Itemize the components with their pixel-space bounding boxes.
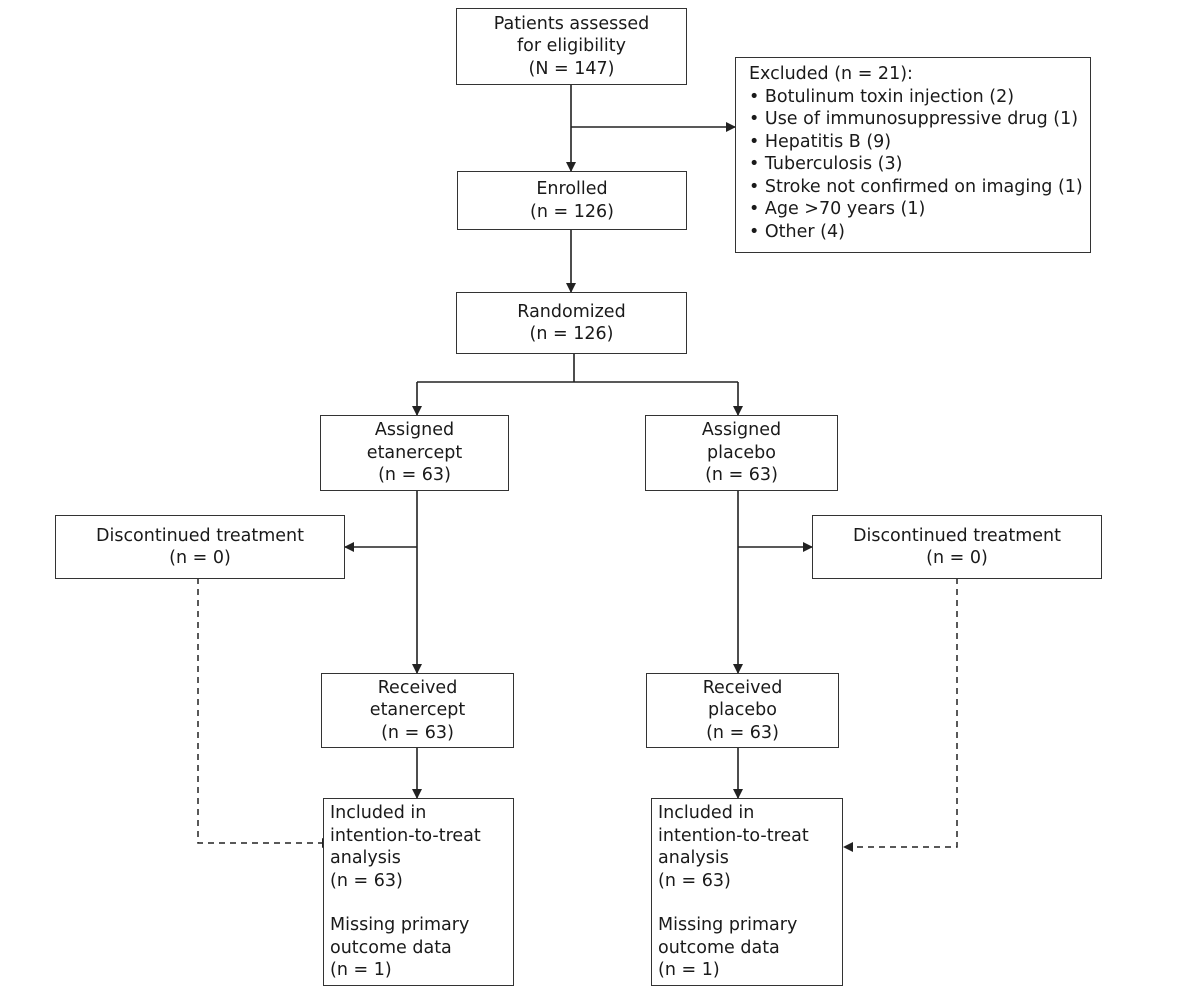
- node-randomized-line: (n = 126): [529, 324, 614, 344]
- node-excluded: Excluded (n = 21): • Botulinum toxin inj…: [735, 57, 1091, 253]
- node-assessed-line: (N = 147): [528, 58, 615, 79]
- node-assigned-etanercept-line: etanercept: [366, 442, 463, 463]
- itt-etanercept-line: analysis: [330, 848, 401, 868]
- node-assigned-placebo-line: (n = 63): [705, 465, 778, 486]
- node-discontinued-right-line: Discontinued treatment: [852, 525, 1061, 546]
- node-assigned-etanercept-line: Assigned: [374, 420, 455, 441]
- node-assigned-etanercept-line: (n = 63): [378, 465, 451, 486]
- excluded-item: • Botulinum toxin injection (2): [749, 86, 1015, 107]
- node-discontinued-left: Discontinued treatment (n = 0): [55, 515, 345, 579]
- excluded-item: • Hepatitis B (9): [749, 131, 892, 152]
- node-randomized: Randomized (n = 126): [456, 292, 687, 354]
- node-received-placebo-line: (n = 63): [706, 722, 779, 743]
- itt-etanercept-line: (n = 63): [330, 870, 403, 891]
- node-received-etanercept-line: Received: [377, 677, 458, 698]
- itt-placebo-missing-line: outcome data: [658, 937, 780, 958]
- node-randomized-line: Randomized: [517, 301, 626, 322]
- node-assessed: Patients assessed for eligibility (N = 1…: [456, 8, 687, 85]
- itt-etanercept-missing-line: (n = 1): [330, 960, 392, 980]
- node-assigned-placebo-line: placebo: [707, 442, 776, 463]
- node-enrolled-line: Enrolled: [536, 179, 608, 199]
- node-enrolled: Enrolled (n = 126): [457, 171, 687, 230]
- node-discontinued-right-line: (n = 0): [926, 548, 988, 568]
- excluded-item: • Use of immunosuppressive drug (1): [749, 109, 1079, 129]
- itt-etanercept-missing-line: outcome data: [330, 937, 452, 958]
- node-discontinued-left-line: (n = 0): [169, 548, 231, 568]
- dashed-discontinued-right-to-itt: [843, 578, 958, 848]
- node-received-etanercept-line: (n = 63): [381, 722, 454, 743]
- node-received-etanercept-line: etanercept: [369, 700, 466, 721]
- node-itt-placebo: Included in intention-to-treat analysis …: [651, 798, 843, 986]
- itt-etanercept-line: Included in: [330, 803, 427, 823]
- itt-etanercept-missing-line: Missing primary: [330, 915, 470, 935]
- node-assigned-placebo: Assigned placebo (n = 63): [645, 415, 838, 491]
- itt-placebo-missing-line: Missing primary: [658, 915, 798, 935]
- spacer: [658, 892, 836, 914]
- itt-placebo-line: intention-to-treat: [658, 825, 809, 846]
- excluded-title: Excluded (n = 21):: [749, 64, 913, 84]
- itt-placebo-line: analysis: [658, 848, 729, 868]
- itt-placebo-missing-line: (n = 1): [658, 960, 720, 980]
- node-discontinued-right: Discontinued treatment (n = 0): [812, 515, 1102, 579]
- itt-placebo-line: Included in: [658, 803, 755, 823]
- node-assigned-placebo-line: Assigned: [701, 420, 782, 441]
- node-assigned-etanercept: Assigned etanercept (n = 63): [320, 415, 509, 491]
- node-assessed-line: Patients assessed: [493, 13, 650, 34]
- spacer: [330, 892, 507, 914]
- dashed-discontinued-left-to-itt: [197, 578, 322, 844]
- itt-etanercept-line: intention-to-treat: [330, 825, 481, 846]
- node-discontinued-left-line: Discontinued treatment: [95, 525, 304, 546]
- node-received-placebo: Received placebo (n = 63): [646, 673, 839, 748]
- excluded-item: • Tuberculosis (3): [749, 154, 903, 174]
- node-received-etanercept: Received etanercept (n = 63): [321, 673, 514, 748]
- dashed-arrowhead-right: [843, 842, 853, 852]
- excluded-item: • Age >70 years (1): [749, 199, 926, 219]
- excluded-item: • Stroke not confirmed on imaging (1): [749, 176, 1083, 197]
- node-enrolled-line: (n = 126): [530, 201, 614, 222]
- excluded-item: • Other (4): [749, 221, 845, 242]
- node-assessed-line: for eligibility: [517, 36, 626, 57]
- node-itt-etanercept: Included in intention-to-treat analysis …: [323, 798, 514, 986]
- node-received-placebo-line: placebo: [708, 700, 777, 721]
- node-received-placebo-line: Received: [702, 677, 783, 698]
- itt-placebo-line: (n = 63): [658, 870, 731, 891]
